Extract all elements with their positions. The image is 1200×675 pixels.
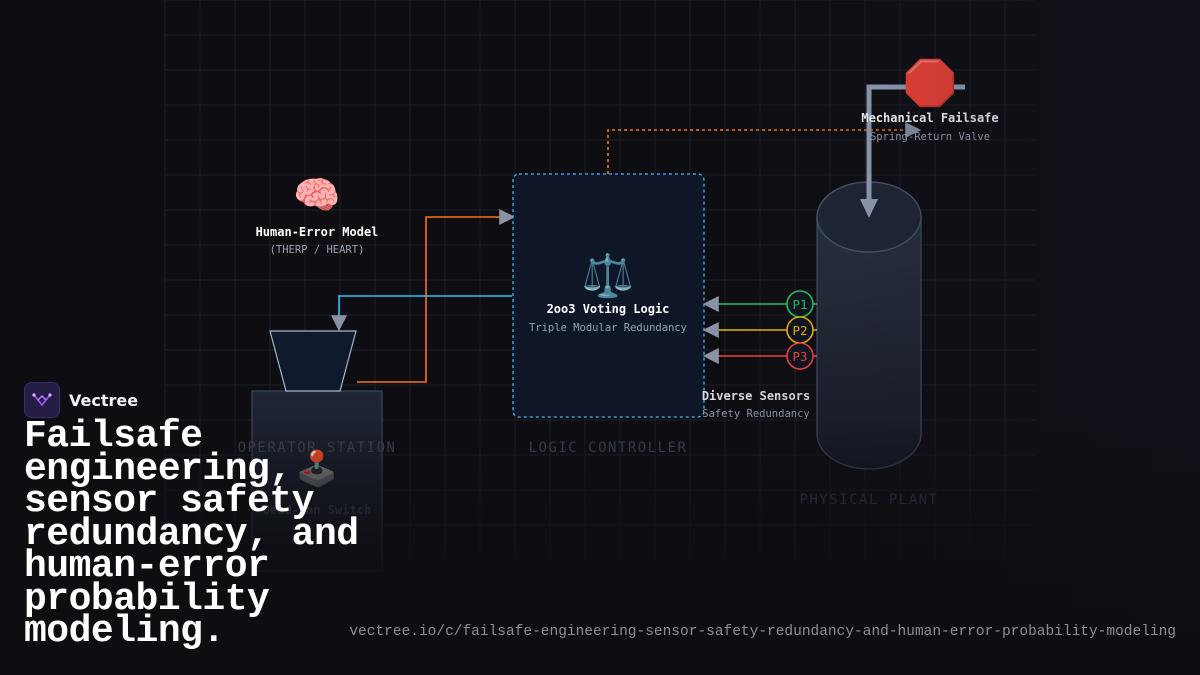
sensors-subtitle: Safety Redundancy (702, 408, 809, 420)
physical-plant: PHYSICAL PLANT (799, 181, 938, 508)
brain-icon: 🧠 (293, 173, 340, 217)
controller-section-label: LOGIC CONTROLLER (529, 440, 688, 456)
logic-controller: ⚖️ 2oo3 Voting Logic Triple Modular Redu… (512, 173, 705, 456)
trip-signal-line (607, 122, 922, 174)
balance-scale-icon: ⚖️ (582, 251, 634, 300)
controller-to-operator-link (331, 295, 512, 332)
failsafe-subtitle: Spring-Return Valve (870, 131, 990, 143)
page-url[interactable]: vectree.io/c/failsafe-engineering-sensor… (349, 624, 1176, 640)
headline: Failsafe engineering, sensor safety redu… (24, 415, 359, 653)
human-error-title: Human-Error Model (256, 225, 379, 239)
plant-section-label: PHYSICAL PLANT (799, 492, 938, 508)
operator-console (269, 330, 357, 392)
voting-logic-subtitle: Triple Modular Redundancy (529, 322, 687, 334)
human-error-model: 🧠 Human-Error Model (THERP / HEART) (256, 173, 379, 256)
stop-sign-icon: 🛑 (903, 58, 958, 109)
plant-tank (816, 217, 922, 470)
mechanical-failsafe: 🛑 Mechanical Failsafe Spring-Return Valv… (861, 58, 998, 143)
human-error-subtitle: (THERP / HEART) (270, 244, 365, 256)
sensor-label-p1: P1 (792, 297, 807, 312)
brand-name: Vectree (69, 390, 139, 410)
voting-logic-title: 2oo3 Voting Logic (547, 302, 670, 316)
vectree-logo-icon (24, 382, 60, 418)
brand[interactable]: Vectree (24, 382, 138, 418)
failsafe-title: Mechanical Failsafe (861, 111, 998, 125)
sensors-title: Diverse Sensors (702, 389, 810, 403)
sensor-label-p2: P2 (792, 323, 807, 338)
failsafe-valve-pipe (860, 84, 965, 218)
operator-to-controller-link (357, 209, 516, 383)
sensor-badge-p3 (786, 342, 814, 370)
sensor-label-p3: P3 (792, 349, 807, 364)
